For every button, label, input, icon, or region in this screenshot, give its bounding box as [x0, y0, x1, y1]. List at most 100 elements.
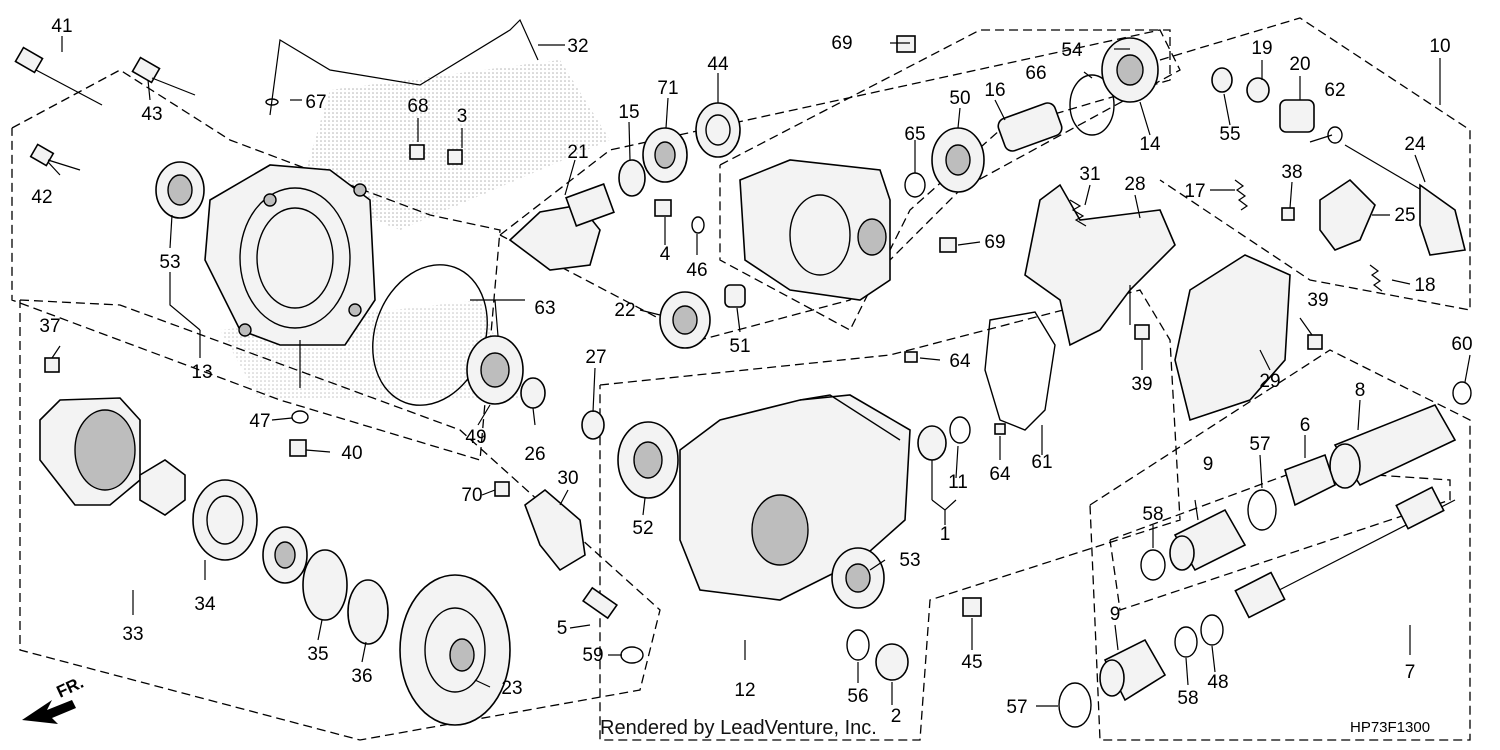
- callout-20: 20: [1289, 54, 1310, 75]
- bearing-49: [466, 335, 524, 405]
- callout-32: 32: [567, 36, 588, 57]
- actuator-cover-29: [1174, 254, 1291, 422]
- breather-tube: [269, 18, 539, 116]
- o-ring-11: [949, 416, 971, 444]
- front-label: FR.: [54, 673, 87, 702]
- callout-labels: 41 43 42 53 13 37 33 34 35 36 23 32 67 6…: [31, 16, 1472, 727]
- callout-2: 2: [891, 706, 902, 727]
- callout-34: 34: [194, 594, 216, 615]
- ring-58-upper: [1140, 549, 1166, 581]
- bolt-37: [44, 357, 60, 373]
- callout-50: 50: [949, 88, 970, 109]
- bolt-69-mid: [939, 237, 957, 253]
- cam-gear-34: [192, 479, 258, 561]
- shift-fork-25: [1319, 178, 1376, 251]
- callout-26: 26: [524, 444, 545, 465]
- callout-15: 15: [618, 102, 639, 123]
- callout-40: 40: [341, 443, 362, 464]
- bolt-40: [289, 439, 307, 457]
- callout-43: 43: [141, 104, 162, 125]
- callout-6: 6: [1300, 415, 1311, 436]
- callout-24: 24: [1404, 134, 1426, 155]
- callout-23: 23: [501, 678, 522, 699]
- callout-63: 63: [534, 298, 555, 319]
- boot-9-lower: [1099, 638, 1167, 702]
- callout-52: 52: [632, 518, 653, 539]
- callout-28: 28: [1124, 174, 1145, 195]
- bolt-39-left: [1134, 324, 1150, 340]
- clip-3: [447, 149, 463, 165]
- ring-58-lower: [1174, 626, 1198, 658]
- sensor-5: [582, 586, 618, 620]
- seal-54: [1101, 37, 1159, 103]
- callout-19: 19: [1251, 38, 1272, 59]
- bearing-44: [695, 102, 741, 158]
- sensor-4: [654, 199, 672, 217]
- leader-lines: [47, 36, 1471, 707]
- callout-53-right: 53: [899, 550, 920, 571]
- callout-47: 47: [249, 411, 270, 432]
- callout-62: 62: [1324, 80, 1345, 101]
- callout-61: 61: [1031, 452, 1052, 473]
- seal-22: [659, 291, 711, 349]
- spring-18: [1369, 264, 1383, 292]
- callout-69-mid: 69: [984, 232, 1005, 253]
- callout-4: 4: [660, 244, 671, 265]
- callout-70: 70: [461, 485, 482, 506]
- callout-29: 29: [1259, 371, 1280, 392]
- clip-19: [1246, 77, 1270, 103]
- shift-shaft-24: [1344, 144, 1466, 256]
- callout-48: 48: [1207, 672, 1228, 693]
- sensor-bracket-30: [524, 488, 586, 572]
- o-ring-67: [265, 98, 279, 106]
- bolt-69-top: [896, 35, 916, 53]
- shaft-16: [997, 102, 1063, 152]
- callout-18: 18: [1414, 275, 1435, 296]
- clip-65: [904, 172, 926, 198]
- callout-17: 17: [1184, 181, 1205, 202]
- dowel-64-upper: [904, 351, 918, 363]
- washer-56: [846, 629, 870, 661]
- shift-plate-28: [1024, 183, 1176, 347]
- callout-13: 13: [191, 362, 212, 383]
- callout-59: 59: [582, 645, 603, 666]
- seal-11: [917, 425, 947, 461]
- callout-58-upper: 58: [1142, 504, 1163, 525]
- callout-33: 33: [122, 624, 143, 645]
- bolts-left: [14, 46, 196, 171]
- callout-25: 25: [1394, 205, 1415, 226]
- o-ring-59: [620, 646, 644, 664]
- callout-42: 42: [31, 187, 52, 208]
- callout-9-upper: 9: [1203, 454, 1214, 475]
- callout-27: 27: [585, 347, 606, 368]
- callout-1: 1: [940, 524, 951, 545]
- spring-6: [1284, 453, 1336, 507]
- bearing-53-right: [831, 547, 885, 609]
- callout-21: 21: [567, 142, 588, 163]
- gasket-61: [984, 311, 1056, 431]
- callout-49: 49: [465, 427, 486, 448]
- group-outlines: [11, 17, 1471, 741]
- callout-9-lower: 9: [1110, 604, 1121, 625]
- collar-20: [1279, 99, 1315, 133]
- washer-60: [1452, 381, 1472, 405]
- callout-46: 46: [686, 260, 707, 281]
- callout-69-top: 69: [831, 33, 852, 54]
- callout-56: 56: [847, 686, 868, 707]
- circlip-57-lower: [1058, 682, 1092, 728]
- front-direction-arrow: FR.: [22, 673, 87, 724]
- shim-35: [302, 549, 348, 621]
- bolt-70: [494, 481, 510, 497]
- callout-67: 67: [305, 92, 326, 113]
- bearing-50: [931, 127, 985, 193]
- callout-58-lower: 58: [1177, 688, 1198, 709]
- callout-55: 55: [1219, 124, 1240, 145]
- callout-11: 11: [948, 472, 968, 493]
- callout-71: 71: [657, 78, 678, 99]
- callout-36: 36: [351, 666, 372, 687]
- watermark-text: Rendered by LeadVenture, Inc.: [600, 717, 877, 739]
- washer-55: [1211, 67, 1233, 93]
- pinion-gear-21: [508, 183, 615, 271]
- callout-38: 38: [1281, 162, 1302, 183]
